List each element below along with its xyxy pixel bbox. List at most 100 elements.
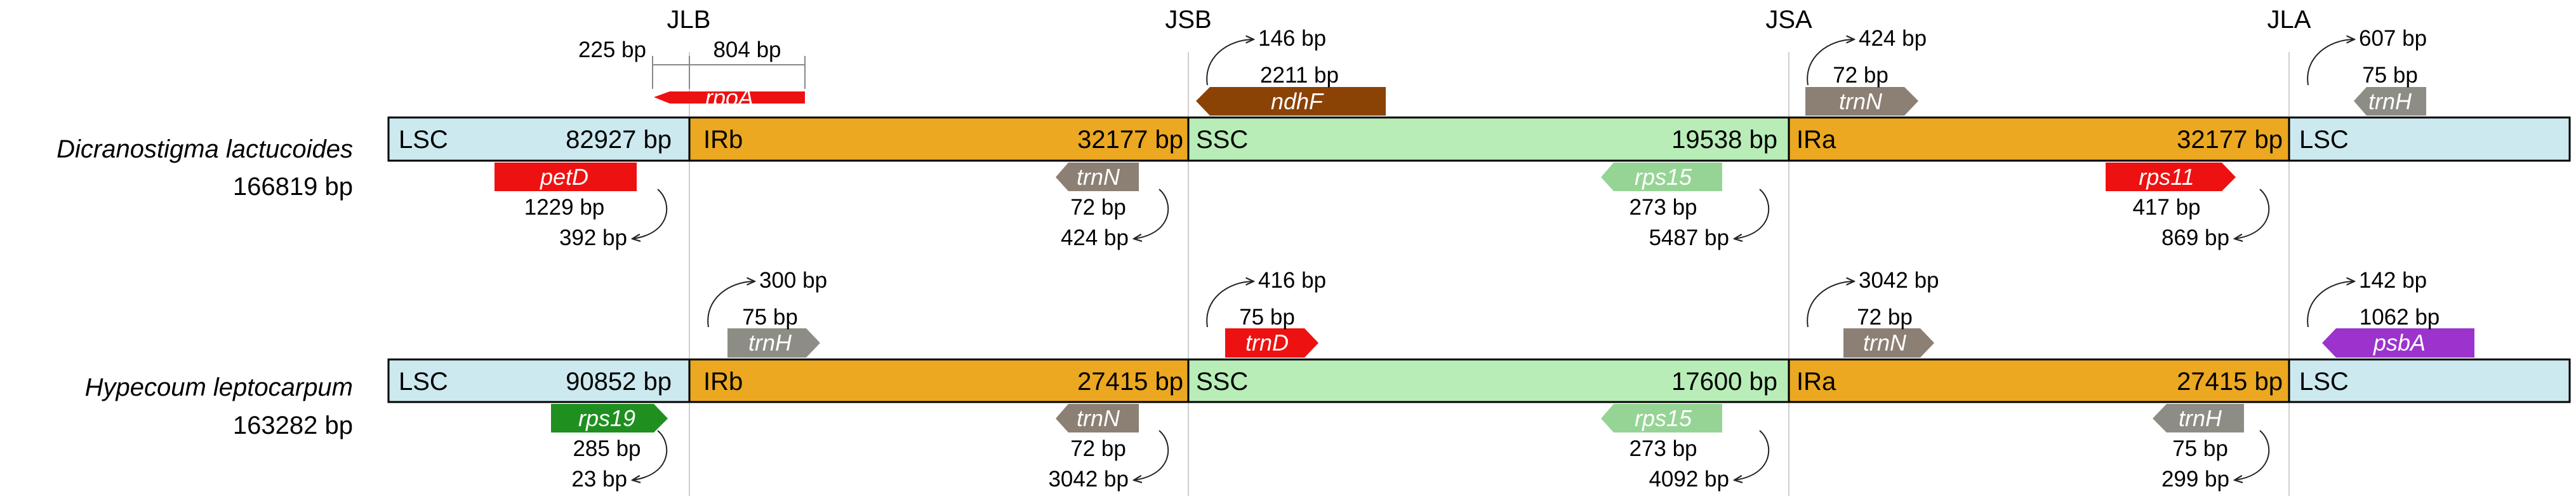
region-name: LSC <box>399 126 448 154</box>
gene-trnN: trnN <box>1056 404 1139 432</box>
gene-arrow <box>1056 163 1139 191</box>
gene-arrow <box>551 404 668 432</box>
region-length: 32177 bp <box>1077 126 1183 154</box>
species-name: Hypecoum leptocarpum <box>85 373 353 401</box>
gene-trnD: trnD <box>1225 328 1318 358</box>
region-name: LSC <box>399 368 448 396</box>
region-name: IRb <box>703 126 743 154</box>
gene-label: rpoA <box>705 84 754 111</box>
gene-label: trnN <box>1077 164 1120 190</box>
curved-arrow <box>2234 430 2270 480</box>
distance-label: 869 bp <box>2161 225 2229 250</box>
distance-annotations-above: 300 bp 75 bp 416 bp 75 bp 3042 bp 72 bp … <box>707 268 2440 330</box>
junction-label-jlb: JLB <box>667 6 711 34</box>
distance-label: 804 bp <box>713 37 781 62</box>
gene-arrow <box>1805 87 1918 116</box>
region-length: 32177 bp <box>2177 126 2283 154</box>
gene-label: trnH <box>748 330 792 356</box>
gene-ndhF: ndhF <box>1196 87 1386 116</box>
distance-label: 392 bp <box>559 225 627 250</box>
gene-label: trnN <box>1863 330 1907 356</box>
distance-label: 142 bp <box>2359 268 2427 293</box>
region-name: SSC <box>1196 368 1248 396</box>
distance-label: 4092 bp <box>1649 467 1729 492</box>
gene-psbA: psbA <box>2322 328 2474 358</box>
gene-trnH: trnH <box>2153 404 2244 432</box>
curved-arrow <box>1134 189 1169 239</box>
region-irb <box>688 358 1190 403</box>
region-length: 19538 bp <box>1671 126 1777 154</box>
distance-label: 416 bp <box>1258 268 1326 293</box>
gene-label: psbA <box>2373 330 2426 356</box>
region-bar: LSC 90852 bp IRb 27415 bp SSC 17600 bp I… <box>387 358 2571 403</box>
distance-label: 3042 bp <box>1859 268 1939 293</box>
gene-arrow <box>1196 87 1386 116</box>
region-ira <box>1788 116 2290 162</box>
junction-label-jsb: JSB <box>1165 6 1211 34</box>
distance-label: 2211 bp <box>1260 63 1339 88</box>
distance-label: 5487 bp <box>1649 225 1729 250</box>
distance-label: 3042 bp <box>1048 467 1129 492</box>
gene-trnN: trnN <box>1056 163 1139 191</box>
distance-label: 72 bp <box>1857 305 1913 330</box>
genome-size: 166819 bp <box>233 173 353 201</box>
region-name: SSC <box>1196 126 1248 154</box>
gene-label: rps15 <box>1635 164 1692 190</box>
gene-arrow <box>495 163 637 191</box>
region-name: IRa <box>1796 368 1836 396</box>
gene-petD: petD <box>495 163 637 191</box>
distance-label: 300 bp <box>759 268 827 293</box>
distance-label: 417 bp <box>2132 195 2200 220</box>
distance-label: 1229 bp <box>524 195 605 220</box>
region-ssc <box>1187 116 1790 162</box>
junction-label-jla: JLA <box>2267 6 2311 34</box>
gene-trnN: trnN <box>1805 87 1918 116</box>
distance-label: 72 bp <box>1070 195 1126 220</box>
region-length: 17600 bp <box>1671 368 1777 396</box>
gene-trnN: trnN <box>1843 328 1934 358</box>
gene-rpoA: rpoA <box>654 84 805 111</box>
region-length: 27415 bp <box>1077 368 1183 396</box>
gene-rps19: rps19 <box>551 404 668 432</box>
curved-arrow <box>2307 39 2354 86</box>
junction-labels: JLB JSB JSA JLA <box>667 6 2311 34</box>
gene-label: trnN <box>1839 88 1883 114</box>
gene-rps15: rps15 <box>1601 163 1722 191</box>
gene-arrow <box>1601 163 1722 191</box>
distance-label: 225 bp <box>578 37 646 62</box>
gene-arrow <box>1601 404 1722 432</box>
curved-arrow <box>2307 281 2354 328</box>
distance-label: 72 bp <box>1070 436 1126 461</box>
distance-label: 424 bp <box>1859 26 1927 51</box>
distance-label: 285 bp <box>573 436 641 461</box>
curved-arrow <box>1807 281 1854 328</box>
gene-arrow <box>2354 87 2426 116</box>
curved-arrow <box>1734 430 1770 480</box>
gene-label: rps11 <box>2139 164 2194 190</box>
distance-annotations-above: 225 bp 804 bp 146 bp 2211 bp 424 bp 72 b… <box>578 26 2427 89</box>
region-name: IRa <box>1796 126 1836 154</box>
gene-label: trnH <box>2368 88 2412 114</box>
region-length: 27415 bp <box>2177 368 2283 396</box>
species-name: Dicranostigma lactucoides <box>56 135 353 163</box>
gene-arrow <box>1056 404 1139 432</box>
distance-label: 146 bp <box>1258 26 1326 51</box>
distance-label: 75 bp <box>1239 305 1295 330</box>
distance-label: 607 bp <box>2359 26 2427 51</box>
region-lsc-end <box>2288 358 2571 403</box>
gene-trnH: trnH <box>2354 87 2426 116</box>
region-ssc <box>1187 358 1790 403</box>
genome-dicranostigma: Dicranostigma lactucoides 166819 bp LSC … <box>56 26 2571 250</box>
gene-label: rps19 <box>578 405 635 431</box>
distance-label: 72 bp <box>1833 63 1889 88</box>
gene-trnH: trnH <box>727 328 820 358</box>
curved-arrow <box>1807 39 1854 86</box>
curved-arrow <box>1206 39 1254 86</box>
gene-arrow <box>2153 404 2244 432</box>
curved-arrow <box>1734 189 1770 239</box>
region-ira <box>1788 358 2290 403</box>
distance-label: 75 bp <box>2362 63 2418 88</box>
gene-rps11: rps11 <box>2106 163 2236 191</box>
distance-label: 23 bp <box>571 467 627 492</box>
gene-label: petD <box>540 164 588 190</box>
